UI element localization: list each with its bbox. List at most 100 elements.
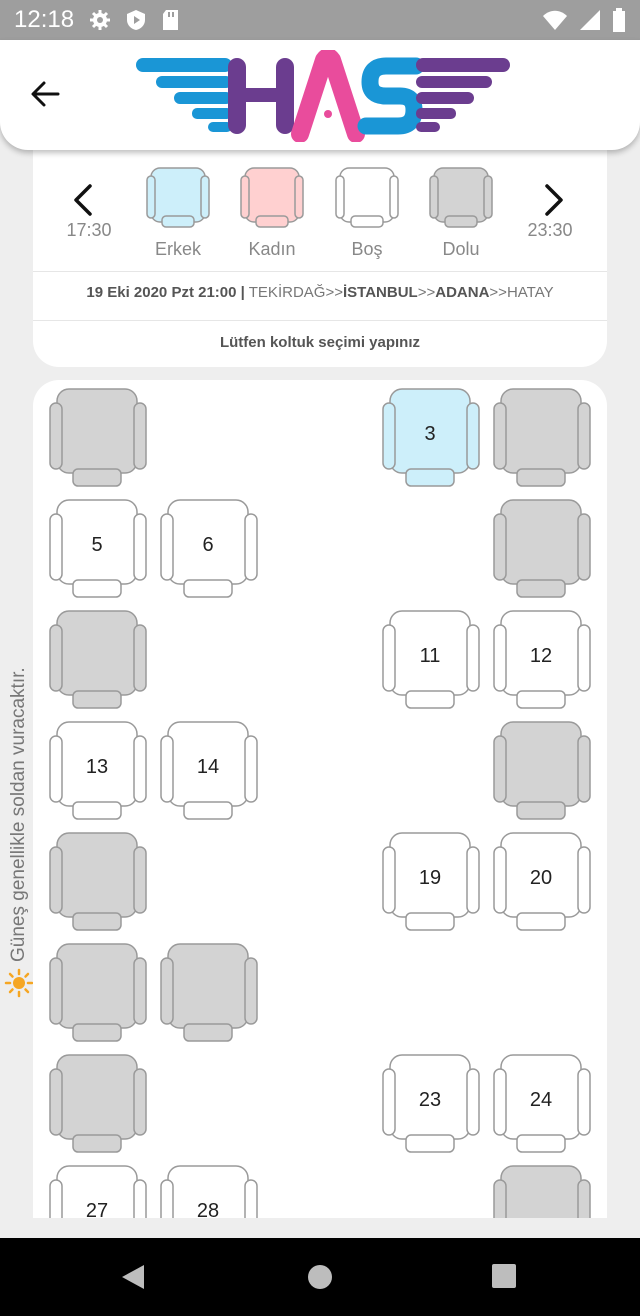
home-circle-icon[interactable] bbox=[306, 1263, 334, 1291]
status-icons-left bbox=[88, 8, 182, 32]
system-nav-bar bbox=[0, 1238, 640, 1316]
seat-number: 27 bbox=[85, 1200, 109, 1218]
legend-card: 17:30 Erkek Kadın bbox=[33, 150, 607, 367]
seat-icon bbox=[160, 943, 258, 1042]
battery-icon bbox=[613, 8, 625, 32]
legend-male: Erkek bbox=[145, 164, 211, 260]
route-stop: TEKİRDAĞ bbox=[248, 284, 326, 301]
wifi-icon bbox=[543, 10, 567, 30]
seat-icon bbox=[49, 499, 147, 598]
seat-5[interactable]: 5 bbox=[49, 496, 149, 600]
seat-number: 24 bbox=[529, 1089, 553, 1111]
seat-number: 20 bbox=[529, 867, 553, 889]
seat-icon bbox=[160, 721, 258, 820]
seat-icon bbox=[382, 832, 480, 931]
legend-female: Kadın bbox=[239, 164, 305, 260]
seat-icon bbox=[493, 1054, 591, 1153]
seat-19[interactable]: 19 bbox=[382, 829, 482, 933]
seat-12[interactable]: 12 bbox=[493, 607, 593, 711]
seat-number: 11 bbox=[419, 645, 441, 667]
route-stop: İSTANBUL bbox=[342, 284, 418, 301]
seat-6[interactable]: 6 bbox=[160, 496, 260, 600]
seat-map: 3 5 6 11 12 13 14 19 20 23 24 27 28 bbox=[33, 380, 607, 1218]
seat-taken bbox=[493, 385, 593, 489]
seat-taken bbox=[49, 385, 149, 489]
seat-number: 28 bbox=[196, 1200, 220, 1218]
sun-icon bbox=[4, 968, 34, 998]
seat-icon bbox=[382, 388, 480, 487]
legend-label: Erkek bbox=[154, 239, 201, 259]
seat-14[interactable]: 14 bbox=[160, 718, 260, 822]
seat-icon bbox=[382, 610, 480, 709]
seat-icon bbox=[240, 167, 304, 228]
trip-route: 19 Eki 2020 Pzt 21:00 | TEKİRDAĞ>>İSTANB… bbox=[33, 284, 607, 301]
trip-datetime: 19 Eki 2020 Pzt 21:00 bbox=[86, 284, 237, 301]
seat-taken bbox=[160, 940, 260, 1044]
sun-note-text: Güneş genellikle soldan vuracaktır. bbox=[8, 667, 29, 962]
seat-20[interactable]: 20 bbox=[493, 829, 593, 933]
seat-number: 14 bbox=[196, 756, 220, 778]
seat-number: 3 bbox=[424, 423, 436, 445]
seat-taken bbox=[49, 1051, 149, 1155]
seat-number: 23 bbox=[418, 1089, 442, 1111]
divider bbox=[33, 320, 607, 321]
seat-number: 6 bbox=[202, 534, 214, 556]
seat-icon bbox=[493, 610, 591, 709]
route-stop: HATAY bbox=[506, 284, 554, 301]
seat-icon bbox=[49, 832, 147, 931]
recents-square-icon[interactable] bbox=[491, 1263, 517, 1289]
legend-label: Kadın bbox=[248, 239, 296, 259]
seat-selection-hint: Lütfen koltuk seçimi yapınız bbox=[219, 334, 421, 351]
seat-icon bbox=[493, 721, 591, 820]
seat-13[interactable]: 13 bbox=[49, 718, 149, 822]
seat-number: 13 bbox=[85, 756, 109, 778]
sun-note: Güneş genellikle soldan vuracaktır. bbox=[4, 598, 34, 998]
seat-taken bbox=[49, 940, 149, 1044]
arrow-left-icon bbox=[31, 81, 60, 107]
legend-taken: Dolu bbox=[428, 164, 494, 260]
seat-icon bbox=[49, 1165, 147, 1218]
prev-trip-time: 17:30 bbox=[66, 220, 112, 240]
has-logo bbox=[134, 48, 512, 143]
seat-number: 5 bbox=[91, 534, 103, 556]
seat-3[interactable]: 3 bbox=[382, 385, 482, 489]
route-arrow: >> bbox=[325, 284, 343, 301]
seat-icon bbox=[146, 167, 210, 228]
next-trip-time: 23:30 bbox=[527, 220, 573, 240]
seat-icon bbox=[49, 721, 147, 820]
chevron-right-icon bbox=[545, 184, 563, 216]
app-header bbox=[0, 40, 640, 150]
seat-icon bbox=[49, 943, 147, 1042]
legend-empty: Boş bbox=[334, 164, 400, 260]
next-trip-button[interactable] bbox=[530, 178, 574, 222]
seat-icon bbox=[493, 832, 591, 931]
seat-icon bbox=[160, 499, 258, 598]
route-arrow: >> bbox=[489, 284, 507, 301]
seat-number: 19 bbox=[418, 867, 442, 889]
divider bbox=[33, 271, 607, 272]
seat-icon bbox=[382, 1054, 480, 1153]
seat-taken bbox=[493, 1162, 593, 1218]
seat-icon bbox=[160, 1165, 258, 1218]
seat-taken bbox=[493, 496, 593, 600]
seat-icon bbox=[335, 167, 399, 228]
seat-27[interactable]: 27 bbox=[49, 1162, 149, 1218]
status-icons-right bbox=[542, 8, 626, 32]
seat-28[interactable]: 28 bbox=[160, 1162, 260, 1218]
back-triangle-icon[interactable] bbox=[118, 1262, 148, 1292]
gear-icon bbox=[90, 10, 110, 30]
seat-number: 12 bbox=[529, 645, 553, 667]
back-button[interactable] bbox=[22, 70, 70, 118]
status-bar: 12:18 bbox=[0, 0, 640, 40]
seat-icon bbox=[429, 167, 493, 228]
seat-11[interactable]: 11 bbox=[382, 607, 482, 711]
seat-23[interactable]: 23 bbox=[382, 1051, 482, 1155]
seat-24[interactable]: 24 bbox=[493, 1051, 593, 1155]
seat-taken bbox=[493, 718, 593, 822]
seat-taken bbox=[49, 607, 149, 711]
sd-card-icon bbox=[163, 10, 178, 30]
status-time: 12:18 bbox=[14, 6, 75, 33]
shield-play-icon bbox=[127, 10, 145, 30]
seat-icon bbox=[49, 1054, 147, 1153]
prev-trip-button[interactable] bbox=[63, 178, 107, 222]
